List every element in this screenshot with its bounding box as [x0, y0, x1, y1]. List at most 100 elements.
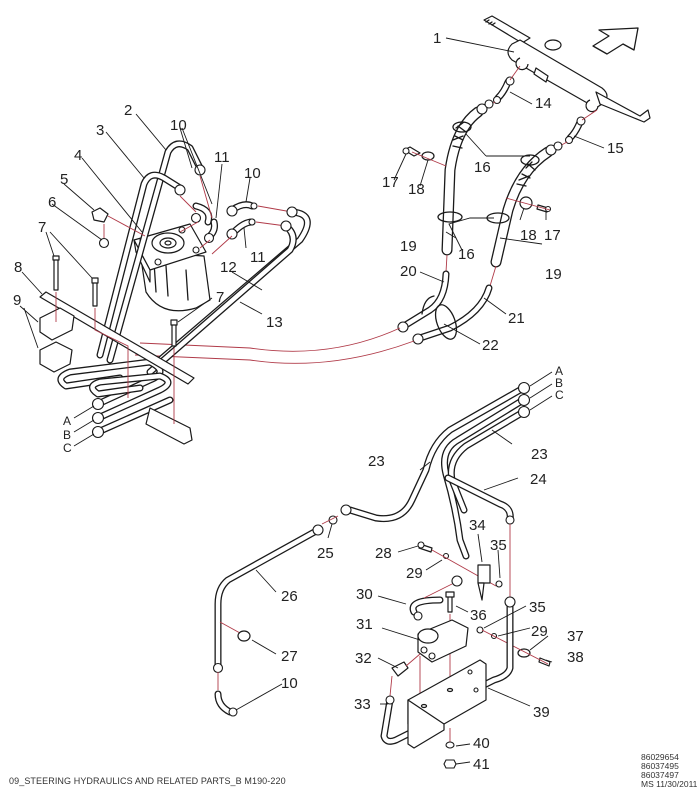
callout-10b: 10 [244, 165, 261, 182]
callout-22: 22 [482, 337, 499, 354]
callout-8: 8 [14, 259, 22, 276]
tube-26 [212, 524, 324, 674]
callout-26: 26 [281, 588, 298, 605]
bolt-7-b [91, 277, 99, 307]
port-label-right-a: A [555, 364, 563, 378]
part-reference: 86037495 [641, 761, 679, 771]
callout-35a: 35 [490, 537, 507, 554]
bolt-7-a [52, 255, 60, 291]
callout-labels: 1 2 3 4 5 6 7 8 9 10 11 10 11 12 13 7 14… [13, 30, 624, 773]
callout-21: 21 [508, 310, 525, 327]
callout-28: 28 [375, 545, 392, 562]
callout-18b: 18 [520, 227, 537, 244]
document-title: 09_STEERING HYDRAULICS AND RELATED PARTS… [9, 776, 286, 786]
callout-33: 33 [354, 696, 371, 713]
callout-25: 25 [317, 545, 334, 562]
callout-16a: 16 [474, 159, 491, 176]
callout-38: 38 [567, 649, 584, 666]
callout-27: 27 [281, 648, 298, 665]
nut-35-b [476, 626, 484, 634]
bolt-36 [445, 591, 455, 613]
callout-7b: 7 [216, 289, 224, 306]
callout-29b: 29 [531, 623, 548, 640]
callout-36: 36 [470, 607, 487, 624]
callout-31: 31 [356, 616, 373, 633]
elbow-fitting-14 [492, 76, 515, 105]
forward-arrow-icon [592, 27, 639, 55]
callout-5: 5 [60, 171, 68, 188]
valve-31 [417, 619, 469, 663]
callout-11a: 11 [214, 149, 230, 166]
callout-15: 15 [607, 140, 624, 157]
callout-24: 24 [530, 471, 547, 488]
port-label-right-b: B [555, 376, 563, 390]
clamp-block-9-top [39, 307, 75, 341]
part-reference: 86029654 [641, 752, 679, 762]
tube-23-bundle [346, 381, 531, 560]
callout-4: 4 [74, 147, 82, 164]
port-label-left-a: A [63, 414, 71, 428]
callout-39: 39 [533, 704, 550, 721]
nut-35 [495, 580, 503, 588]
callout-32: 32 [355, 650, 372, 667]
callout-2: 2 [124, 102, 132, 119]
callout-6: 6 [48, 194, 56, 211]
callout-14: 14 [535, 95, 552, 112]
callout-17b: 17 [544, 227, 561, 244]
callout-16b: 16 [458, 246, 475, 263]
callout-10a: 10 [170, 117, 187, 134]
elbow-fitting-15 [564, 116, 586, 145]
tube-3 [96, 171, 184, 359]
tube-24-drop [474, 596, 516, 692]
fitting-11-b [226, 218, 256, 240]
mounting-bracket-39 [407, 659, 487, 749]
fitting-10-b [226, 201, 258, 217]
leader-lines [19, 37, 605, 765]
hose-19-left [441, 99, 494, 256]
callout-9: 9 [13, 292, 21, 309]
steering-cylinder [483, 15, 651, 123]
port-label-left-c: C [63, 441, 72, 455]
fitting-5 [91, 207, 110, 249]
tube-24 [444, 474, 515, 525]
bolt-7-c [170, 319, 178, 347]
clamp-block-9-lower [145, 407, 193, 445]
callout-3: 3 [96, 122, 104, 139]
callout-37: 37 [567, 628, 584, 645]
callout-1: 1 [433, 30, 441, 47]
washer-40 [445, 741, 455, 749]
callout-10c: 10 [281, 675, 298, 692]
callout-20: 20 [400, 263, 417, 280]
callout-19a: 19 [400, 238, 417, 255]
hose-19-right [490, 141, 563, 268]
callout-17a: 17 [382, 174, 399, 191]
callout-34: 34 [469, 517, 486, 534]
part-reference-block: 86029654 86037495 86037497 MS 11/30/2011 [641, 753, 697, 789]
hose-30 [409, 596, 444, 621]
callout-23b: 23 [531, 446, 548, 463]
callout-29a: 29 [406, 565, 423, 582]
fitting-32 [391, 661, 409, 677]
callout-30: 30 [356, 586, 373, 603]
callout-41: 41 [473, 756, 490, 773]
callout-18a: 18 [408, 181, 425, 198]
nut-41 [443, 759, 457, 769]
tube-20 [400, 270, 450, 330]
callout-13: 13 [266, 314, 283, 331]
bolt-28 [417, 541, 433, 553]
fitting-11-a [203, 218, 218, 244]
callout-7a: 7 [38, 219, 46, 236]
callout-23a: 23 [368, 453, 385, 470]
fitting-10-a [190, 202, 213, 226]
tube-33 [380, 695, 424, 745]
fitting-10-c [214, 690, 238, 717]
clamp-37 [517, 648, 531, 658]
tube-bundle-left [57, 358, 174, 439]
callout-40: 40 [473, 735, 490, 752]
callout-11b: 11 [250, 249, 266, 266]
part-reference: 86037497 [641, 770, 679, 780]
tube-21 [416, 284, 493, 342]
clamp-plate-8 [39, 291, 195, 385]
clamp-block-9-bottom [39, 341, 73, 373]
